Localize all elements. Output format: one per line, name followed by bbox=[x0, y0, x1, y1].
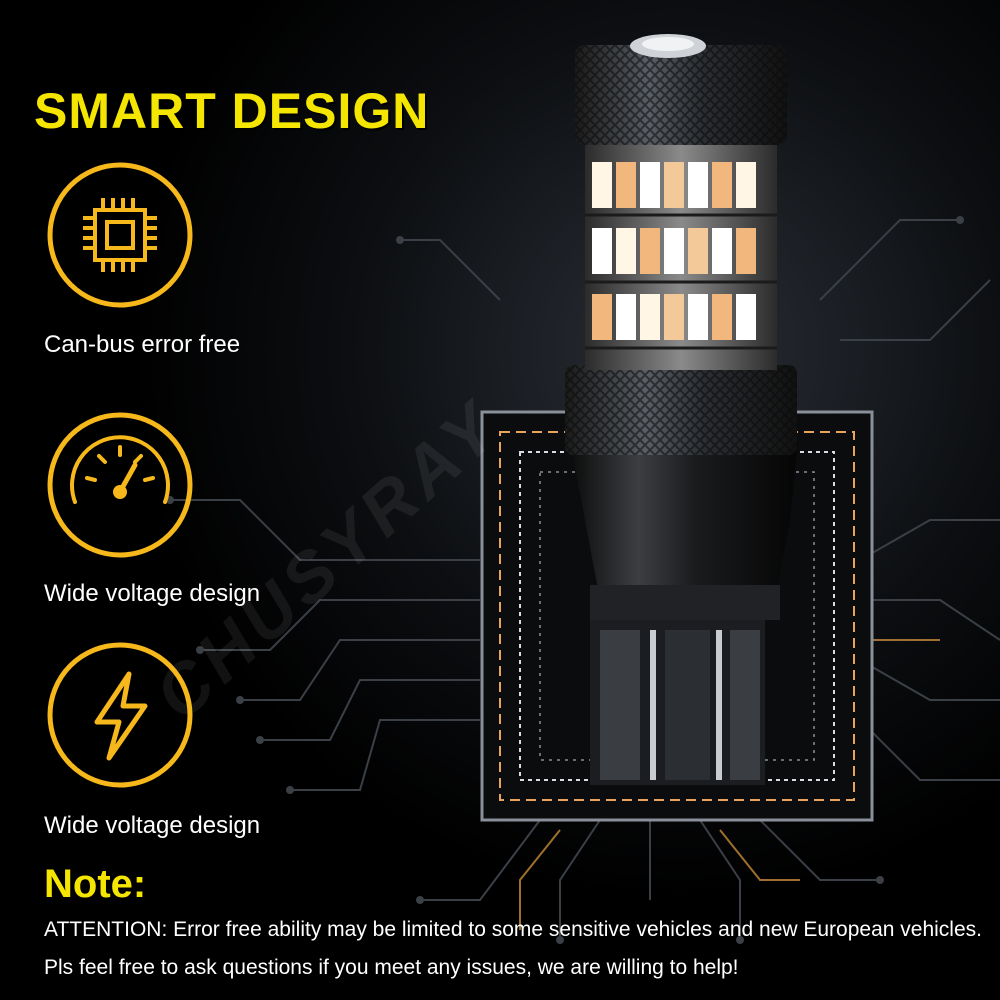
feature-label-canbus: Can-bus error free bbox=[44, 331, 241, 358]
headline: SMART DESIGN bbox=[34, 83, 430, 139]
note-line-help: Pls feel free to ask questions if you me… bbox=[44, 956, 739, 979]
led-chips bbox=[592, 162, 756, 340]
lightning-icon bbox=[47, 642, 193, 788]
gauge-icon bbox=[47, 412, 193, 558]
note-title: Note: bbox=[44, 862, 147, 906]
feature-label-voltage-1: Wide voltage design bbox=[44, 580, 261, 607]
chip-icon bbox=[47, 162, 193, 308]
note-line-attention: ATTENTION: Error free ability may be lim… bbox=[44, 918, 982, 941]
feature-label-voltage-2: Wide voltage design bbox=[44, 812, 261, 839]
